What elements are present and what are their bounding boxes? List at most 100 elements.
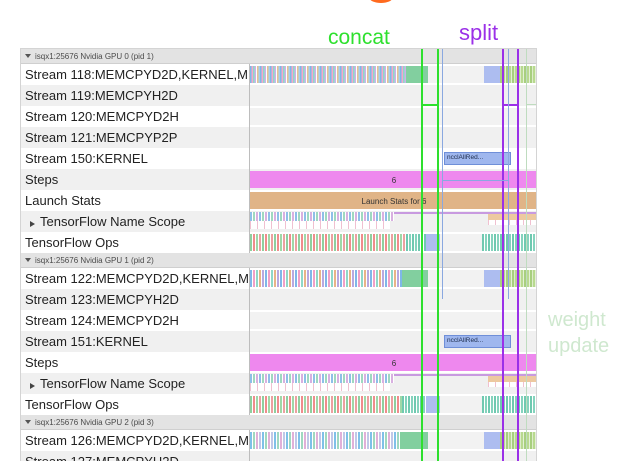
timeline-span[interactable] [250,66,406,83]
row-track[interactable] [249,85,536,106]
nccl-allreduce-block[interactable]: ncclAllRed... [444,335,511,348]
timeline-span[interactable] [400,432,428,449]
table-row[interactable]: Launch Stats Launch Stats for 6 [21,190,536,211]
name-scope-subspan[interactable] [250,383,390,391]
name-scope-span[interactable] [394,374,536,376]
name-scope-span[interactable] [250,212,394,221]
op-span [440,234,482,251]
trace-viewer-panel[interactable]: isqx1:25676 Nvidia GPU 0 (pid 1) Stream … [20,48,537,461]
group-header-label: isqx1:25676 Nvidia GPU 2 (pid 3) [35,417,154,427]
timeline-span[interactable] [402,270,428,287]
chevron-down-icon[interactable] [25,420,31,424]
timeline-span[interactable] [484,66,500,83]
group-header-gpu0[interactable]: isqx1:25676 Nvidia GPU 0 (pid 1) [21,49,536,64]
table-row[interactable]: Stream 151:KERNEL ncclAllRed... [21,331,536,352]
op-span[interactable] [482,396,536,413]
op-span[interactable] [482,234,536,251]
group-header-gpu1[interactable]: isqx1:25676 Nvidia GPU 1 (pid 2) [21,253,536,268]
row-label: TensorFlow Ops [21,397,249,412]
table-row[interactable]: TensorFlow Ops [21,232,536,253]
table-row[interactable]: Stream 124:MEMCPYD2H [21,310,536,331]
op-span[interactable] [402,396,426,413]
row-label: TensorFlow Ops [21,235,249,250]
name-scope-span[interactable] [488,376,536,382]
row-track[interactable]: 6 [249,352,536,373]
row-label: Stream 151:KERNEL [21,334,249,349]
row-track[interactable] [249,394,536,415]
row-track[interactable]: ncclAllRed... [249,148,536,169]
row-label: Stream 120:MEMCPYD2H [21,109,249,124]
step-span[interactable] [250,354,536,371]
chevron-right-icon[interactable] [30,221,35,227]
split-guide-right [517,49,519,461]
chevron-down-icon[interactable] [25,258,31,262]
row-track[interactable] [249,211,536,232]
row-label-expandable[interactable]: TensorFlow Name Scope [21,376,249,391]
row-label: Stream 127:MEMCPYH2D [21,454,249,461]
table-row[interactable]: Stream 122:MEMCPYD2D,KERNEL,MI [21,268,536,289]
name-scope-subspan[interactable] [250,221,390,229]
table-row[interactable]: TensorFlow Name Scope [21,211,536,232]
launch-stats-span-label: Launch Stats for 6 [361,197,427,206]
name-scope-span[interactable] [250,374,394,383]
nccl-allreduce-block[interactable]: ncclAllRed... [444,152,511,165]
row-track[interactable] [249,106,536,127]
table-row[interactable]: TensorFlow Name Scope [21,373,536,394]
table-row[interactable]: Steps 6 [21,169,536,190]
row-track[interactable] [249,451,536,461]
row-label-expandable[interactable]: TensorFlow Name Scope [21,214,249,229]
row-track[interactable] [249,127,536,148]
launch-stats-span[interactable] [250,192,536,209]
annotation-split: split [459,20,499,45]
op-span[interactable] [426,234,440,251]
table-row[interactable]: Stream 126:MEMCPYD2D,KERNEL,MI [21,430,536,451]
row-track[interactable] [249,64,536,85]
table-row[interactable]: Stream 123:MEMCPYH2D [21,289,536,310]
step-span[interactable] [250,171,536,188]
timeline-span[interactable] [250,432,400,449]
table-row[interactable]: Stream 150:KERNEL ncclAllRed... [21,148,536,169]
row-track[interactable] [249,232,536,253]
row-track[interactable]: 6 [249,169,536,190]
timeline-span[interactable] [250,270,402,287]
step-span-label: 6 [391,359,397,368]
row-track[interactable]: Launch Stats for 6 [249,190,536,211]
table-row[interactable]: Steps 6 [21,352,536,373]
timeline-span[interactable] [484,432,500,449]
name-scope-span[interactable] [394,212,536,214]
row-track[interactable] [249,430,536,451]
row-track[interactable] [249,373,536,394]
op-span[interactable] [406,234,426,251]
table-row[interactable]: TensorFlow Ops [21,394,536,415]
nccl-guide-right [508,49,509,299]
row-track[interactable]: ncclAllRed... [249,331,536,352]
row-track[interactable] [249,310,536,331]
row-label: Steps [21,355,249,370]
table-row[interactable]: Stream 121:MEMCPYP2P [21,127,536,148]
table-row[interactable]: Stream 118:MEMCPYD2D,KERNEL,ME [21,64,536,85]
table-row[interactable]: Stream 120:MEMCPYD2H [21,106,536,127]
row-label: Stream 124:MEMCPYD2H [21,313,249,328]
table-row[interactable]: Stream 119:MEMCPYH2D [21,85,536,106]
annotation-concat: concat [328,26,390,49]
chevron-right-icon[interactable] [30,383,35,389]
timeline-span[interactable] [484,270,500,287]
name-scope-subspan[interactable] [488,220,536,225]
op-span[interactable] [426,396,440,413]
row-label: Stream 118:MEMCPYD2D,KERNEL,ME [21,67,249,82]
row-track[interactable] [249,268,536,289]
row-track[interactable] [249,289,536,310]
timeline-span[interactable] [406,66,428,83]
op-span[interactable] [250,396,402,413]
table-row[interactable]: Stream 127:MEMCPYH2D [21,451,536,461]
op-span[interactable] [250,234,406,251]
name-scope-span[interactable] [488,214,536,220]
op-span [440,396,482,413]
chevron-down-icon[interactable] [25,54,31,58]
split-guide-left [502,49,504,461]
orange-marker-icon [370,0,392,3]
group-header-gpu2[interactable]: isqx1:25676 Nvidia GPU 2 (pid 3) [21,415,536,430]
annotation-weight-update-line1: weight [548,309,606,331]
concat-bracket [421,104,439,132]
name-scope-subspan[interactable] [488,382,536,387]
